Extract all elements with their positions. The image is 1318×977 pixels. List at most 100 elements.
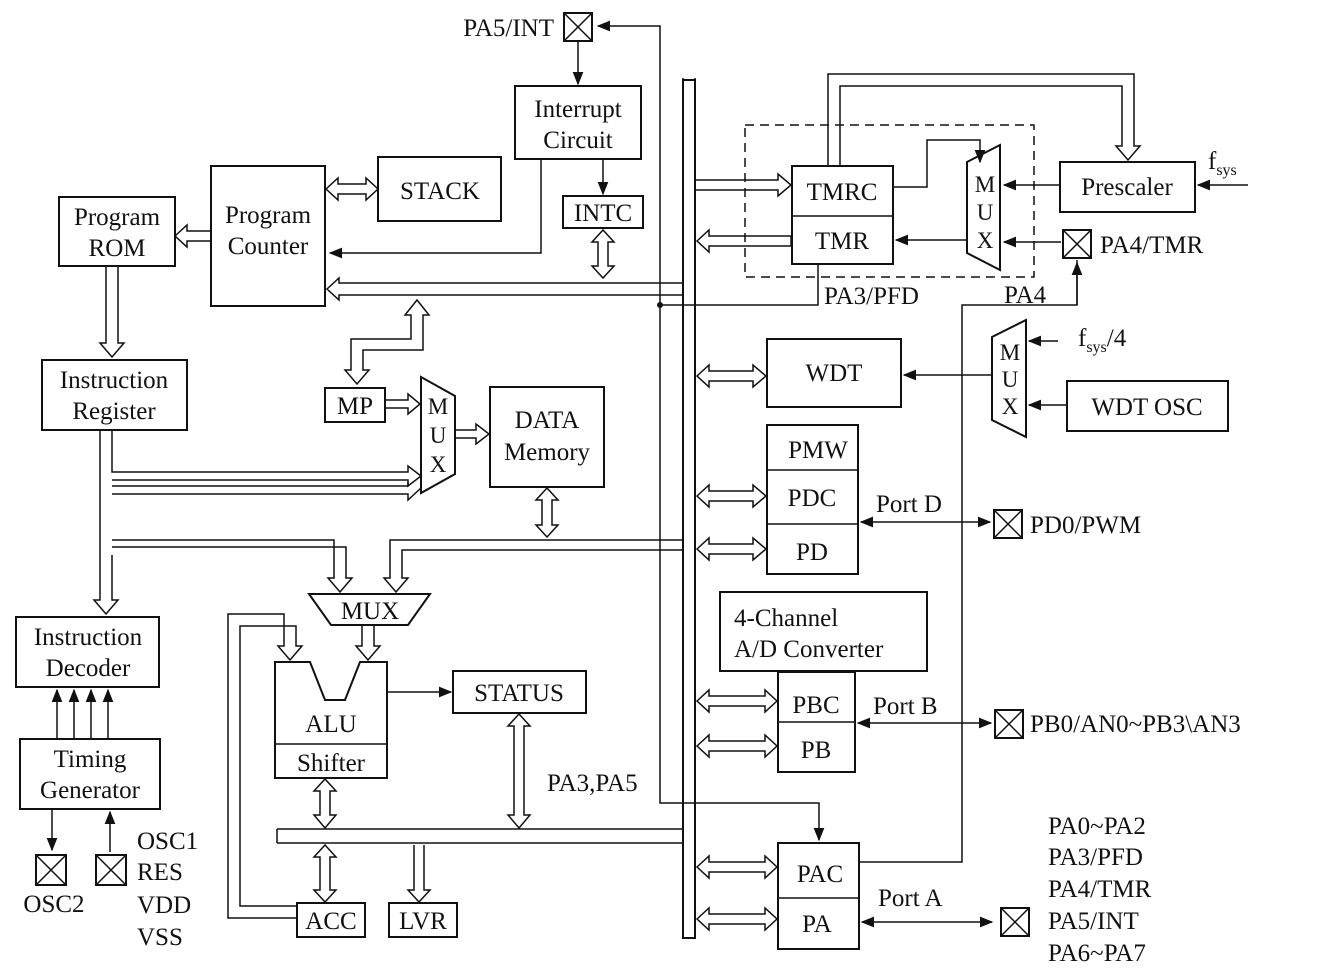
pin-pd0-pwm bbox=[993, 509, 1023, 539]
instruction-register-line2: Register bbox=[72, 398, 156, 425]
adc-line2: A/D Converter bbox=[734, 636, 884, 663]
bus-pc-stack bbox=[324, 176, 380, 202]
pin-pb bbox=[994, 709, 1024, 739]
wdt: WDT bbox=[766, 338, 902, 408]
bus-main-to-pd bbox=[695, 536, 768, 562]
bus-ir-to-alumux bbox=[112, 539, 354, 594]
mux-alu-label: MUX bbox=[341, 598, 399, 625]
label-fsys4: fsys/4 bbox=[1078, 325, 1127, 356]
pmw-label: PMW bbox=[788, 437, 848, 464]
pd-label: PD bbox=[796, 539, 828, 566]
pin-osc1 bbox=[95, 854, 127, 886]
label-pa3-pfd: PA3/PFD bbox=[824, 283, 919, 310]
bus-main-to-pac bbox=[695, 854, 779, 880]
bus-alu-bidir bbox=[312, 777, 338, 830]
label-pa4-tmr: PA4/TMR bbox=[1100, 232, 1204, 259]
data-memory-line2: Memory bbox=[504, 439, 591, 466]
label-pa-pin-4: PA5/INT bbox=[1048, 908, 1139, 935]
program-counter: Program Counter bbox=[210, 165, 326, 307]
program-rom: Program ROM bbox=[58, 196, 176, 267]
status-label: STATUS bbox=[474, 680, 564, 707]
data-memory: DATA Memory bbox=[489, 386, 605, 488]
timing-generator-line2: Generator bbox=[40, 777, 141, 804]
line-interrupt-to-pc bbox=[328, 159, 542, 259]
mux-memory: M U X bbox=[420, 375, 456, 495]
acc-label: ACC bbox=[305, 908, 356, 935]
mux-memory-letter-x: X bbox=[430, 452, 447, 477]
instruction-register-line1: Instruction bbox=[60, 367, 169, 394]
pin-pa4-tmr bbox=[1062, 229, 1092, 259]
bus-main-to-pbc bbox=[695, 688, 779, 714]
lower-bus bbox=[276, 828, 683, 844]
mux-timer-letter-x: X bbox=[977, 228, 994, 253]
label-pa-pin-5: PA6~PA7 bbox=[1048, 940, 1146, 967]
pin-osc2 bbox=[35, 854, 67, 886]
label-port-b: Port B bbox=[873, 693, 938, 720]
pbc-label: PBC bbox=[792, 692, 839, 719]
interrupt-circuit: Interrupt Circuit bbox=[514, 85, 642, 160]
bus-tmrc-to-prescaler bbox=[827, 73, 1142, 166]
stack: STACK bbox=[377, 156, 502, 222]
bus-mux-to-datamem bbox=[456, 422, 491, 446]
bus-main-to-mp bbox=[343, 298, 431, 386]
bus-tail-left bbox=[682, 78, 696, 82]
mp: MP bbox=[324, 387, 386, 423]
data-memory-line1: DATA bbox=[515, 407, 580, 434]
instruction-decoder: Instruction Decoder bbox=[15, 616, 160, 688]
label-pa-pin-3: PA4/TMR bbox=[1048, 876, 1152, 903]
bus-status-bidir bbox=[506, 712, 532, 830]
bus-main-to-pdc bbox=[695, 483, 768, 509]
prescaler: Prescaler bbox=[1059, 161, 1196, 213]
label-vdd: VDD bbox=[137, 892, 191, 919]
label-pa5-int: PA5/INT bbox=[463, 15, 554, 42]
label-pb-pins: PB0/AN0~PB3\AN3 bbox=[1030, 711, 1241, 738]
label-vss: VSS bbox=[137, 924, 183, 951]
port-a-block: PAC PA bbox=[777, 842, 860, 950]
bus-main-to-pb bbox=[695, 733, 779, 759]
bus-main-to-wdt bbox=[695, 363, 768, 389]
mux-wdt-letter-u: U bbox=[1002, 367, 1019, 392]
intc-label: INTC bbox=[574, 200, 632, 227]
adc: 4-Channel A/D Converter bbox=[719, 591, 928, 672]
label-pa-pin-2: PA3/PFD bbox=[1048, 844, 1143, 871]
alu-label: ALU bbox=[305, 711, 356, 738]
label-osc2: OSC2 bbox=[23, 891, 84, 918]
mux-wdt-letter-x: X bbox=[1002, 394, 1019, 419]
program-rom-line1: Program bbox=[74, 204, 161, 231]
pin-pa5-int bbox=[563, 12, 593, 42]
line-pa5-to-bus bbox=[596, 20, 661, 305]
program-rom-line2: ROM bbox=[89, 235, 146, 262]
wdt-osc: WDT OSC bbox=[1066, 380, 1229, 432]
timing-generator-line1: Timing bbox=[54, 746, 127, 773]
mux-wdt: M U X bbox=[991, 318, 1027, 439]
intc: INTC bbox=[562, 195, 644, 229]
wdt-osc-label: WDT OSC bbox=[1091, 394, 1202, 421]
label-osc1: OSC1 bbox=[137, 828, 198, 855]
bus-acc-feedback bbox=[227, 613, 304, 919]
data-bus bbox=[682, 79, 696, 939]
timing-generator: Timing Generator bbox=[19, 738, 161, 810]
bus-ir-to-mux2 bbox=[112, 482, 422, 502]
bus-ir-to-mux1 bbox=[111, 431, 423, 488]
line-tmrc-to-mux bbox=[893, 139, 986, 188]
timer-dashed-box bbox=[744, 124, 1035, 278]
instruction-register: Instruction Register bbox=[41, 359, 188, 431]
instruction-decoder-line1: Instruction bbox=[34, 624, 143, 651]
interrupt-circuit-line2: Circuit bbox=[543, 127, 612, 154]
tmr-label: TMR bbox=[815, 228, 870, 255]
label-pd0-pwm: PD0/PWM bbox=[1030, 512, 1141, 539]
tmrc-tmr: TMRC TMR bbox=[791, 165, 894, 265]
prescaler-label: Prescaler bbox=[1081, 174, 1173, 201]
bus-acc-bidir bbox=[312, 843, 338, 904]
bus-mux-to-alu-right bbox=[354, 626, 382, 662]
bus-main-to-alumux bbox=[382, 539, 683, 594]
bus-tmr-to-main bbox=[695, 228, 792, 254]
line-pa3-pa5-to-pac bbox=[659, 305, 825, 842]
label-port-d: Port D bbox=[876, 491, 942, 518]
mux-timer: M U X bbox=[966, 143, 1001, 272]
wdt-label: WDT bbox=[806, 360, 863, 387]
mux-timer-letter-u: U bbox=[977, 200, 994, 225]
mux-alu: MUX bbox=[307, 593, 432, 626]
label-fsys: fsys bbox=[1208, 148, 1237, 179]
status: STATUS bbox=[452, 670, 587, 714]
